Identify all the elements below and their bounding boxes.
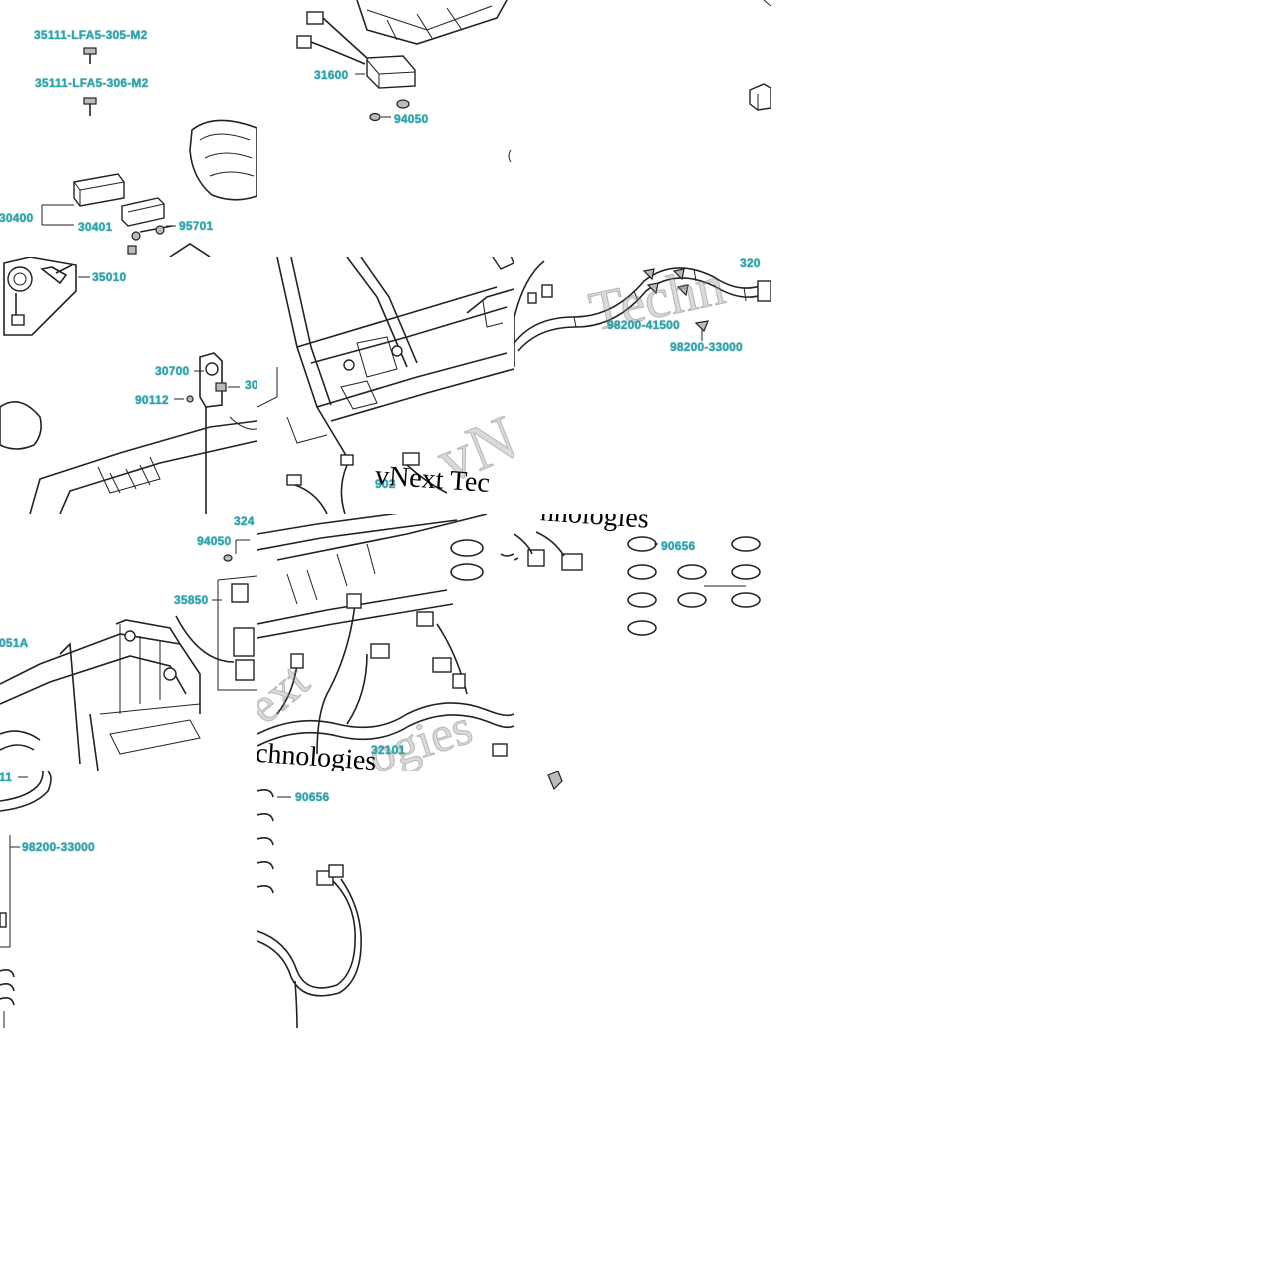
- part-number-label: 90656: [295, 790, 330, 804]
- tile-ignition-art: [0, 257, 257, 514]
- tile-sub-harness-art: [257, 789, 362, 1028]
- tile-corner-part: [514, 0, 771, 257]
- tile-small-clip: [514, 771, 771, 1028]
- part-number-label: 98200-41500: [607, 318, 680, 332]
- part-number-label: 31600: [314, 68, 349, 82]
- part-number-label: 94050: [394, 112, 429, 126]
- tile-harness-clips: Techn 98200-41500 98200-33000 320: [514, 257, 771, 514]
- tile-regulator-art: [296, 0, 512, 163]
- tile-frame-center-art: [257, 257, 514, 514]
- part-number-label: 320: [740, 257, 761, 270]
- tile-main-harness-art: [257, 514, 514, 757]
- part-number-label: 90112: [135, 393, 169, 407]
- tile-starter-relay: 324 94050 35850 051A: [0, 514, 257, 771]
- part-number-label: 35111-LFA5-305-M2: [34, 28, 148, 42]
- part-number-label: 324: [234, 514, 255, 528]
- part-number-label: 30401: [78, 220, 113, 234]
- tile-spring-clips: hnologies 90656: [514, 514, 771, 771]
- tile-starter-relay-art: [0, 539, 257, 771]
- tile-harness-clips-art: [514, 260, 771, 367]
- tile-spring-clips-art: [514, 531, 761, 636]
- part-number-label: 35010: [92, 270, 127, 284]
- part-number-label: 051A: [0, 636, 29, 650]
- part-number-label: 98200-33000: [670, 340, 743, 354]
- part-number-label: 95701: [179, 219, 214, 233]
- part-number-label: 90656: [661, 539, 696, 553]
- part-number-label: 902: [375, 477, 396, 491]
- tile-main-harness: ext ogies 32101 chnologies: [257, 514, 514, 771]
- tile-regulator: 31600 94050: [257, 0, 514, 257]
- tile-battery-cable: 11 98200-33000: [0, 771, 257, 1028]
- part-number-label: 32101: [371, 743, 406, 757]
- tile-corner-part-art: [749, 0, 771, 111]
- tile-ignition: 35010 30700 30 90112: [0, 257, 257, 514]
- tile-small-clip-art: [547, 771, 563, 791]
- tile-ecu-relays-art: [41, 47, 257, 257]
- tile-frame-center: vNe 902 vNext Tec: [257, 257, 514, 514]
- part-number-label: 98200-33000: [22, 840, 95, 854]
- part-number-label: 35111-LFA5-306-M2: [35, 76, 149, 90]
- part-number-label: 11: [0, 771, 13, 784]
- tile-sub-harness: 90656: [257, 771, 514, 1028]
- tile-battery-cable-art: [0, 771, 52, 1028]
- part-number-label: 30700: [155, 364, 190, 378]
- part-number-label: 30: [245, 378, 257, 392]
- tile-ecu-relays: 35111-LFA5-305-M2 35111-LFA5-306-M2 3040…: [0, 0, 257, 257]
- part-number-label: 94050: [197, 534, 232, 548]
- part-number-label: 35850: [174, 593, 209, 607]
- part-number-label: 30400: [0, 211, 34, 225]
